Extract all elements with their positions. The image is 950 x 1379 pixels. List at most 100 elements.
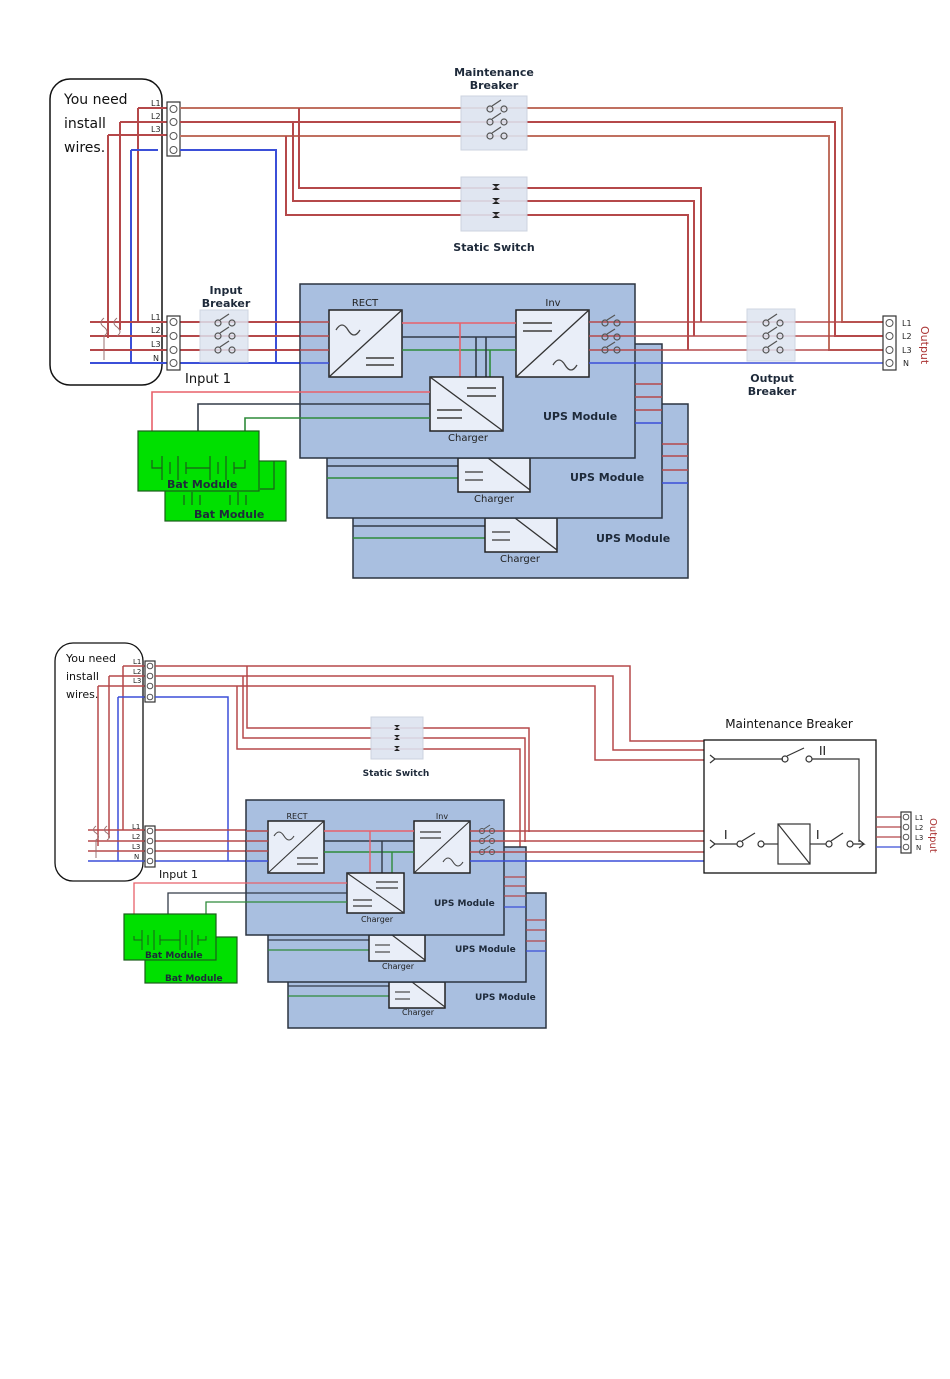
rectifier: RECT [267, 812, 325, 874]
output-breaker: Output Breaker [746, 308, 797, 398]
bypass-feed-wires [97, 665, 146, 861]
charger-label: Charger [500, 554, 541, 565]
bat-module-2: Bat Module [144, 936, 238, 984]
note-line-2: install [66, 670, 99, 683]
maintenance-breaker-label-1: Maintenance [454, 66, 534, 79]
inverter-output-switches [601, 314, 621, 354]
maintenance-breaker: Maintenance Breaker [454, 66, 534, 151]
thyristor-icon [492, 184, 500, 218]
module-internal-wires [300, 321, 884, 378]
inverter: Inv [413, 812, 471, 874]
output-l1-label: L1 [915, 814, 923, 822]
inverter-output-switches [479, 824, 495, 855]
static-switch-label: Static Switch [453, 241, 534, 254]
input-l3-label: L3 [151, 340, 161, 349]
output-n-label: N [903, 359, 909, 368]
input-breaker: Input Breaker [199, 284, 251, 363]
charger-label: Charger [402, 1008, 435, 1017]
input-n-label: N [134, 853, 139, 861]
output-l1-label: L1 [902, 319, 912, 328]
note-line-1: You need [65, 652, 116, 665]
ups-module-label: UPS Module [570, 471, 644, 484]
input-terminal: L1 L2 L3 N Input 1 [151, 313, 231, 387]
install-wires-note-box [54, 642, 144, 882]
ups-module-label: UPS Module [434, 899, 495, 909]
input-1-label: Input 1 [185, 372, 231, 387]
bypass-l2-label: L2 [151, 112, 161, 121]
charger-label: Charger [382, 962, 415, 971]
note-line-1: You need [63, 92, 128, 108]
output-l3-label: L3 [902, 346, 912, 355]
output-breaker-label-2: Breaker [748, 385, 797, 398]
bypass-l3-label: L3 [133, 677, 141, 685]
ac-wave-icon [442, 857, 464, 867]
maintenance-breaker-label-2: Breaker [470, 79, 519, 92]
bypass-l3-label: L3 [151, 125, 161, 134]
bypass-l1-label: L1 [151, 99, 161, 108]
output-l2-label: L2 [902, 332, 912, 341]
maintenance-breaker-label: Maintenance Breaker [725, 717, 853, 731]
input-terminal: L1 L2 L3 N Input 1 [132, 823, 198, 881]
input-feed-wires [90, 317, 300, 364]
output-l3-label: L3 [915, 834, 923, 842]
bypass-l1-label: L1 [133, 658, 141, 666]
note-line-3: wires. [64, 140, 105, 156]
install-wires-note-box [49, 78, 163, 386]
input-l2-label: L2 [151, 326, 161, 335]
input-breaker-label-2: Breaker [202, 297, 251, 310]
bat-module-1: Bat Module [137, 430, 260, 492]
inv-label: Inv [545, 298, 560, 309]
ac-wave-icon [335, 324, 361, 336]
ups-module-3: Charger UPS Module [287, 892, 547, 1029]
battery-wires [133, 882, 347, 936]
breaker-switch-icon [486, 99, 508, 140]
bypass-bus-wires [155, 665, 704, 861]
ups-module-label: UPS Module [475, 993, 536, 1003]
output-l2-label: L2 [915, 824, 923, 832]
output-n-label: N [916, 844, 921, 852]
bypass-terminal: L1 L2 L3 [133, 658, 156, 703]
mb-mark-lower-right: I [816, 828, 820, 842]
breaker-switch-icon [214, 313, 236, 354]
rectifier: RECT [328, 298, 403, 378]
input-l1-label: L1 [151, 313, 161, 322]
ups-module-2: Charger UPS Module [267, 846, 546, 983]
input-1-label: Input 1 [159, 868, 198, 881]
bypass-terminal: L1 L2 L3 [151, 99, 181, 157]
input-n-label: N [153, 354, 159, 363]
input-feed-wires [88, 825, 246, 862]
bypass-l2-label: L2 [133, 668, 141, 676]
ups-module-label: UPS Module [596, 532, 670, 545]
mb-mark-upper: II [819, 744, 826, 758]
charger-label: Charger [474, 494, 515, 505]
output-terminal: L1 L2 L3 N Output [882, 315, 931, 371]
input-l2-label: L2 [132, 833, 140, 841]
rect-label: RECT [286, 812, 307, 821]
bat-module-label: Bat Module [167, 478, 237, 491]
thyristor-icon [394, 725, 400, 751]
charger-label: Charger [448, 433, 489, 444]
breaker-switch-icon [762, 313, 784, 354]
output-label: Output [927, 818, 938, 853]
static-switch-label: Static Switch [363, 769, 430, 779]
ups-module-label: UPS Module [543, 410, 617, 423]
static-switch: Static Switch [363, 716, 430, 779]
charger: Charger UPS Module [429, 376, 617, 444]
input-l1-label: L1 [132, 823, 140, 831]
bat-module-1: Bat Module [123, 913, 217, 961]
output-breaker-label-1: Output [750, 372, 793, 385]
ac-wave-icon [273, 831, 295, 841]
note-line-3: wires. [66, 688, 98, 701]
ups-module-1 [245, 799, 526, 936]
output-terminal: L1 L2 L3 N Output [900, 811, 938, 854]
ups-module-label: UPS Module [455, 945, 516, 955]
charger: Charger UPS Module [346, 872, 495, 924]
bat-module-label: Bat Module [165, 974, 223, 984]
mb-mark-lower-left: I [724, 828, 728, 842]
input-breaker-label-1: Input [210, 284, 243, 297]
output-label: Output [918, 326, 931, 365]
module-internal-wires [246, 830, 704, 873]
inverter: Inv [515, 298, 590, 378]
inv-label: Inv [436, 812, 448, 821]
static-switch: Static Switch [453, 176, 535, 254]
